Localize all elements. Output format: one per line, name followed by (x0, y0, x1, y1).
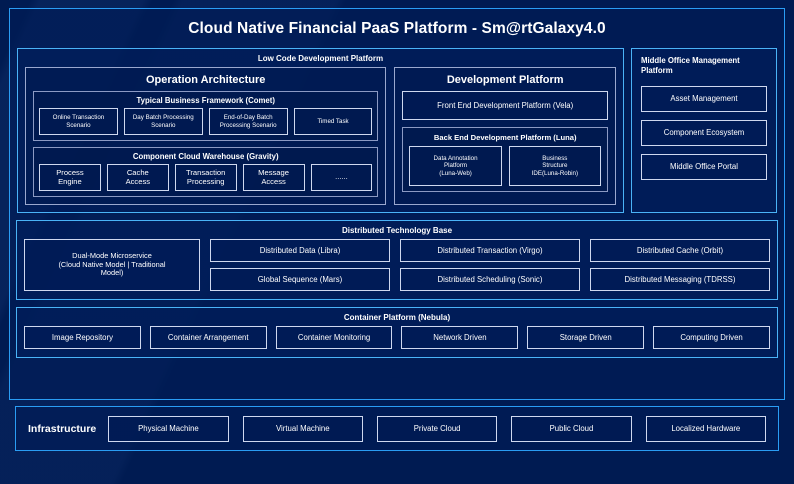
infrastructure-label: Infrastructure (28, 422, 97, 435)
dtb-column-2: Distributed Transaction (Virgo) Distribu… (400, 239, 580, 291)
typical-business-framework-comet: Typical Business Framework (Comet) Onlin… (33, 91, 379, 141)
gravity-item-cache-access[interactable]: Cache Access (106, 164, 169, 191)
comet-item-timed-task[interactable]: Timed Task (293, 108, 373, 135)
container-platform-nebula: Container Platform (Nebula) Image Reposi… (16, 307, 778, 358)
comet-item-day-batch-processing-scenario[interactable]: Day Batch Processing Scenario (123, 108, 203, 135)
infrastructure-item-public-cloud[interactable]: Public Cloud (511, 415, 632, 442)
container-platform-items: Image Repository Container Arrangement C… (24, 326, 770, 349)
dtb-column-1: Distributed Data (Libra) Global Sequence… (210, 239, 390, 291)
upper-row: Low Code Development Platform Operation … (16, 48, 778, 213)
operation-architecture-title: Operation Architecture (146, 74, 266, 86)
distributed-technology-base-title: Distributed Technology Base (341, 226, 453, 235)
dtb-column-3: Distributed Cache (Orbit) Distributed Me… (590, 239, 770, 291)
luna-item-data-annotation-platform[interactable]: Data Annotation Platform (Luna-Web) (409, 146, 502, 186)
luna-title: Back End Development Platform (Luna) (433, 133, 577, 142)
comet-title: Typical Business Framework (Comet) (136, 96, 275, 105)
infrastructure-item-virtual-machine[interactable]: Virtual Machine (242, 415, 363, 442)
low-code-title: Low Code Development Platform (257, 54, 384, 63)
dtb-item-distributed-data-libra[interactable]: Distributed Data (Libra) (210, 239, 390, 262)
platform-stage: Cloud Native Financial PaaS Platform - S… (9, 8, 785, 400)
luna-items: Data Annotation Platform (Luna-Web) Busi… (403, 146, 607, 186)
front-end-development-platform-vela[interactable]: Front End Development Platform (Vela) (402, 91, 608, 120)
back-end-development-platform-luna: Back End Development Platform (Luna) Dat… (402, 127, 608, 192)
gravity-title: Component Cloud Warehouse (Gravity) (132, 152, 279, 161)
infrastructure-item-private-cloud[interactable]: Private Cloud (376, 415, 498, 442)
comet-item-online-transaction-scenario[interactable]: Online Transaction Scenario (39, 108, 118, 135)
container-item-computing-driven[interactable]: Computing Driven (653, 326, 770, 349)
middle-office-item-component-ecosystem[interactable]: Component Ecosystem (641, 119, 767, 146)
middle-office-management-platform: Middle Office Management Platform Asset … (631, 48, 777, 213)
middle-office-title: Middle Office Management Platform (641, 56, 740, 76)
comet-items: Online Transaction Scenario Day Batch Pr… (34, 108, 377, 140)
container-item-storage-driven[interactable]: Storage Driven (527, 326, 645, 349)
infrastructure-item-localized-hardware[interactable]: Localized Hardware (645, 415, 766, 442)
page-title: Cloud Native Financial PaaS Platform - S… (188, 20, 606, 37)
middle-office-item-middle-office-portal[interactable]: Middle Office Portal (641, 153, 767, 180)
gravity-item-process-engine[interactable]: Process Engine (39, 164, 101, 191)
container-item-network-driven[interactable]: Network Driven (401, 326, 519, 349)
low-code-columns: Operation Architecture Typical Business … (25, 67, 616, 205)
gravity-items: Process Engine Cache Access Transaction … (34, 164, 377, 196)
dtb-item-dual-mode-microservice[interactable]: Dual-Mode Microservice (Cloud Native Mod… (24, 239, 200, 291)
gravity-item-transaction-processing[interactable]: Transaction Processing (174, 164, 237, 191)
gravity-item-more-ellipsis[interactable]: ...... (310, 164, 373, 191)
distributed-technology-base: Distributed Technology Base Dual-Mode Mi… (16, 220, 778, 300)
component-cloud-warehouse-gravity: Component Cloud Warehouse (Gravity) Proc… (33, 147, 379, 197)
container-item-image-repository[interactable]: Image Repository (24, 326, 141, 349)
middle-office-item-asset-management[interactable]: Asset Management (641, 85, 767, 112)
infrastructure-item-physical-machine[interactable]: Physical Machine (108, 415, 229, 442)
comet-item-end-of-day-batch-processing-scenario[interactable]: End-of-Day Batch Processing Scenario (208, 108, 288, 135)
dtb-item-distributed-scheduling-sonic[interactable]: Distributed Scheduling (Sonic) (400, 268, 580, 291)
dtb-item-distributed-transaction-virgo[interactable]: Distributed Transaction (Virgo) (400, 239, 580, 262)
dtb-item-distributed-messaging-tdrss[interactable]: Distributed Messaging (TDRSS) (590, 268, 770, 291)
infrastructure-items: Physical Machine Virtual Machine Private… (108, 415, 766, 442)
container-item-container-arrangement[interactable]: Container Arrangement (149, 326, 267, 349)
low-code-development-platform: Low Code Development Platform Operation … (17, 48, 624, 213)
dtb-item-distributed-cache-orbit[interactable]: Distributed Cache (Orbit) (590, 239, 770, 262)
luna-item-business-structure-ide[interactable]: Business Structure IDE(Luna-Robin) (508, 146, 601, 186)
container-platform-title: Container Platform (Nebula) (343, 313, 451, 322)
distributed-technology-base-body: Dual-Mode Microservice (Cloud Native Mod… (24, 239, 770, 291)
operation-architecture: Operation Architecture Typical Business … (25, 67, 387, 205)
development-platform: Development Platform Front End Developme… (394, 67, 616, 205)
infrastructure-layer: Infrastructure Physical Machine Virtual … (15, 406, 779, 451)
container-item-container-monitoring[interactable]: Container Monitoring (275, 326, 393, 349)
dtb-item-global-sequence-mars[interactable]: Global Sequence (Mars) (210, 268, 390, 291)
gravity-item-message-access[interactable]: Message Access (242, 164, 305, 191)
development-platform-title: Development Platform (446, 74, 564, 86)
